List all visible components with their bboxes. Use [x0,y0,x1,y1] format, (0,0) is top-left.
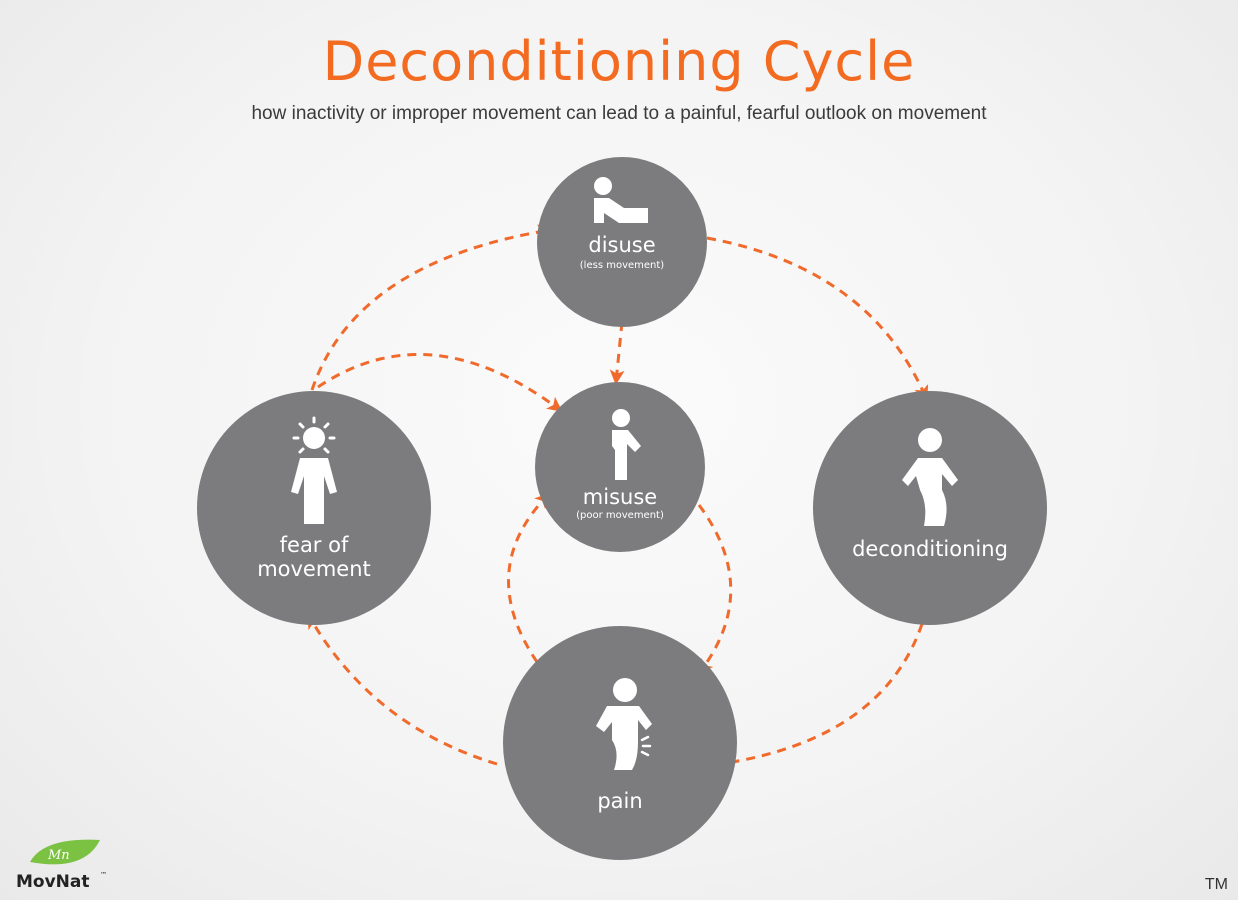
slouching-person-icon [612,409,641,480]
fear-label-line1: fear of [280,533,349,557]
movnat-logo: Mn MovNat ™ [16,839,107,892]
arrow-deconditioning-to-pain [717,623,924,770]
fear-label-line2: movement [257,557,371,581]
trademark-mark: TM [1204,876,1228,893]
pain-label: pain [597,789,642,813]
disuse-sublabel: (less movement) [580,260,665,271]
leaf-icon [30,839,100,865]
cycle-arrows [307,224,929,770]
arrow-disuse-to-deconditioning [706,236,929,401]
arrow-fear-to-disuse [310,224,553,391]
disuse-label: disuse [588,233,655,257]
reclining-person-icon [594,177,648,223]
arrow-fear-to-misuse [317,353,563,412]
arrow-misuse-to-pain [697,504,733,675]
deconditioning-label: deconditioning [852,537,1008,561]
arrow-pain-to-misuse [507,492,551,663]
anxious-person-icon [291,416,337,524]
arrow-pain-to-fear [307,613,498,766]
logo-tm: ™ [100,871,107,879]
node-misuse: misuse (poor movement) [535,382,705,552]
logo-text: MovNat [16,872,90,892]
diagram-subtitle: how inactivity or improper movement can … [251,103,987,124]
arrow-disuse-to-misuse [609,321,625,385]
node-deconditioning: deconditioning [813,391,1047,625]
injured-person-icon [596,678,652,770]
logo-mark: Mn [47,848,70,863]
node-fear-of-movement: fear of movement [197,391,431,625]
misuse-label: misuse [583,485,657,509]
diagram-title: Deconditioning Cycle [322,30,916,93]
node-disuse: disuse (less movement) [537,157,707,327]
weak-person-icon [902,428,958,526]
misuse-sublabel: (poor movement) [576,510,664,521]
node-pain: pain [503,626,737,860]
